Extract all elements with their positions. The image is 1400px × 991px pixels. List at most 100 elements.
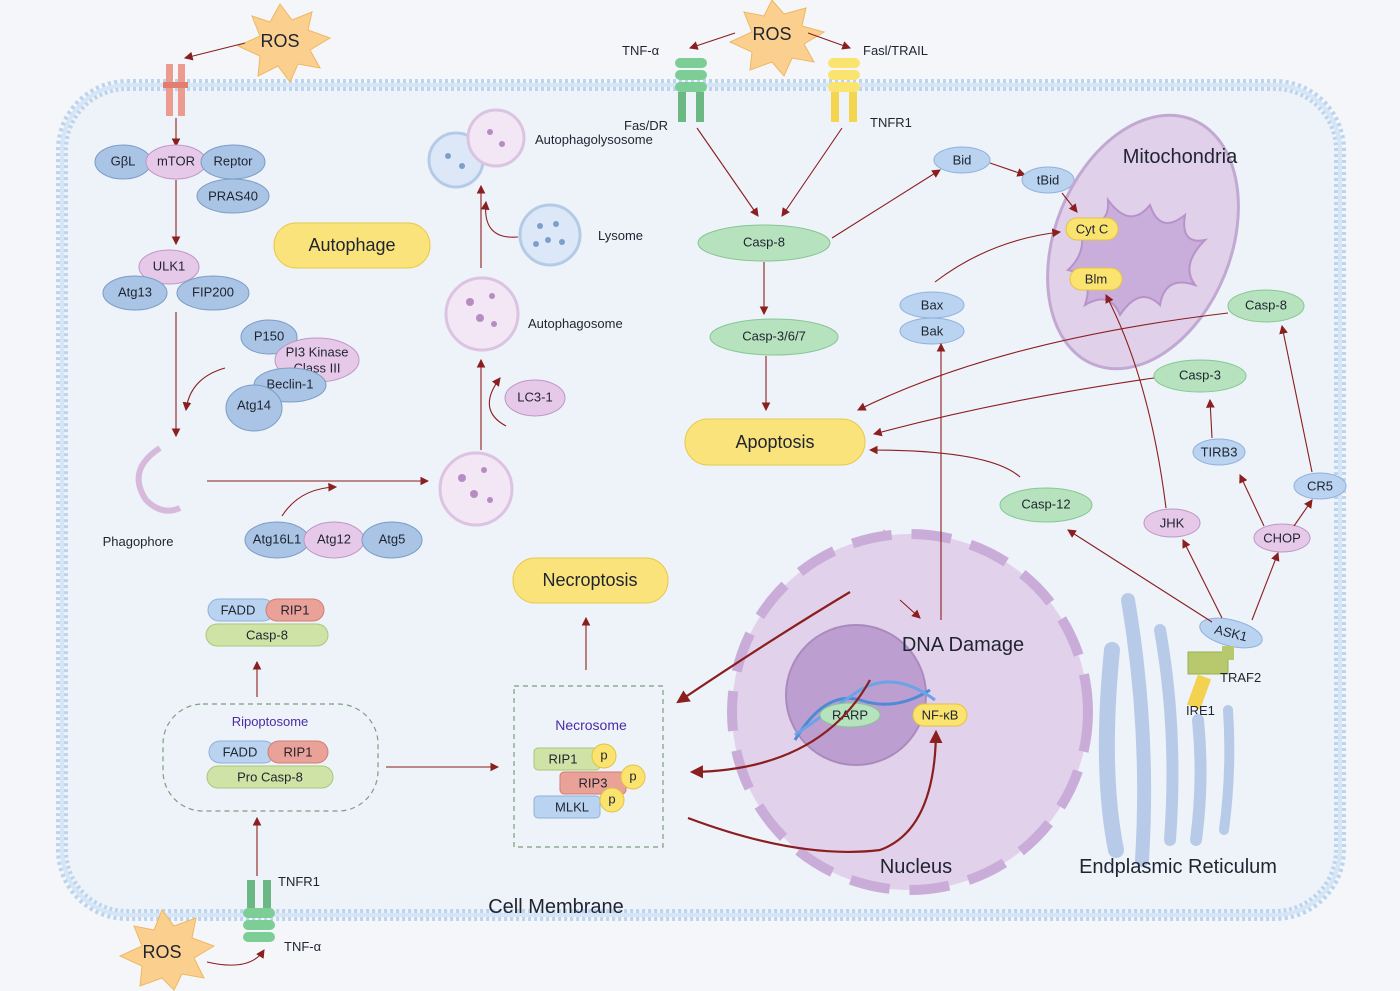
casp8-right-label: Casp-8 xyxy=(1245,298,1287,313)
apoptosis-label: Apoptosis xyxy=(735,432,814,452)
casp367-node xyxy=(709,318,839,356)
cytc-label: Cyt C xyxy=(1076,222,1109,237)
jhk-label: JHK xyxy=(1160,516,1185,531)
beclin1-label: Beclin-1 xyxy=(267,377,314,392)
fip200-label: FIP200 xyxy=(192,285,234,300)
tbid-node xyxy=(1021,166,1075,194)
necrosome-box xyxy=(513,685,664,848)
casp3-node xyxy=(1153,359,1247,393)
casp12-node xyxy=(999,487,1093,523)
atg14-node xyxy=(225,384,283,432)
chop-node xyxy=(1253,523,1311,553)
p150-label: P150 xyxy=(254,329,284,344)
lysome-label: Lysome xyxy=(598,228,643,243)
jhk-node xyxy=(1143,508,1201,538)
phospho-label: p xyxy=(629,769,636,784)
ros-burst-bottomleft: ROS xyxy=(118,908,216,991)
tirb3-label: TIRB3 xyxy=(1201,445,1238,460)
traf2-label: TRAF2 xyxy=(1220,670,1261,685)
rarp-node xyxy=(819,702,881,728)
autophagolysosome-label: Autophagolysosome xyxy=(535,132,653,147)
autophagosome-label: Autophagosome xyxy=(528,316,623,331)
nfkb-label: NF-κB xyxy=(922,708,959,723)
nfkb-node xyxy=(912,703,968,727)
lysome-icon xyxy=(518,203,582,267)
atg16l1-label: Atg16L1 xyxy=(253,532,301,547)
tnfr1-receptor-icon-top xyxy=(828,58,860,122)
autophagosome-icon xyxy=(444,276,520,352)
fasl-trail-label: Fasl/TRAIL xyxy=(863,43,928,58)
mitochondria-label: Mitochondria xyxy=(1123,146,1238,168)
fadd-label: FADD xyxy=(223,745,258,760)
cytc-node xyxy=(1065,217,1119,241)
bid-label: Bid xyxy=(953,153,972,168)
fas-receptor-icon xyxy=(675,58,707,122)
ripoptosome-box xyxy=(162,703,379,812)
phospho-badge xyxy=(620,764,646,790)
atg5-node xyxy=(361,521,423,559)
ros-label: ROS xyxy=(260,31,299,51)
tnfr1-receptor-icon-bottom xyxy=(243,880,275,942)
bak-node xyxy=(899,317,965,345)
phospho-badge xyxy=(599,787,625,813)
phospho-label: p xyxy=(600,748,607,763)
rip3-label: RIP3 xyxy=(579,776,608,791)
tnf-a-label-top: TNF-α xyxy=(622,43,660,58)
nucleus-label: Nucleus xyxy=(880,856,952,878)
endoplasmic-reticulum-icon xyxy=(1098,593,1235,867)
autophagolysosome-icon xyxy=(427,108,526,189)
casp8-necro-label: Casp-8 xyxy=(246,628,288,643)
pro-casp8-label: Pro Casp-8 xyxy=(237,770,303,785)
mtor-label: mTOR xyxy=(157,154,195,169)
chop-label: CHOP xyxy=(1263,531,1301,546)
atg14-label: Atg14 xyxy=(237,398,271,413)
casp367-label: Casp-3/6/7 xyxy=(742,329,806,344)
reptor-label: Reptor xyxy=(213,154,253,169)
pro-casp8-node xyxy=(206,765,334,789)
fadd-label-top: FADD xyxy=(221,603,256,618)
phagophore-label: Phagophore xyxy=(103,534,174,549)
fip200-node xyxy=(176,275,250,311)
ros-burst-topmid: ROS xyxy=(728,0,826,77)
gbl-label: GβL xyxy=(111,154,136,169)
traf2-icon xyxy=(1187,651,1229,675)
p150-node xyxy=(240,319,298,355)
necroptosis-pill xyxy=(512,557,669,604)
bid-node xyxy=(933,146,991,174)
rip1-node-top xyxy=(265,598,325,622)
casp8-right-node xyxy=(1227,289,1305,323)
casp3-label: Casp-3 xyxy=(1179,368,1221,383)
cr5-node xyxy=(1293,472,1347,500)
atg5-label: Atg5 xyxy=(379,532,406,547)
ros-label: ROS xyxy=(752,24,791,44)
tnfr1-label-top: TNFR1 xyxy=(870,115,912,130)
lc3-label: LC3-1 xyxy=(517,390,552,405)
er-label: Endplasmic Reticulum xyxy=(1079,856,1277,878)
phospho-badge xyxy=(591,743,617,769)
casp8-node xyxy=(697,224,831,262)
pras40-label: PRAS40 xyxy=(208,189,258,204)
blm-label: Blm xyxy=(1085,272,1107,287)
mlkl-node xyxy=(533,795,601,819)
rip1-necrosome-label: RIP1 xyxy=(549,752,578,767)
ros-burst-topleft: ROS xyxy=(236,3,332,83)
pi3k-label-line1: PI3 Kinase xyxy=(286,345,349,360)
autophage-label: Autophage xyxy=(308,235,395,255)
rip1-ripoptosome-label: RIP1 xyxy=(284,745,313,760)
phagophore-icon xyxy=(135,445,182,514)
ripoptosome-label: Ripoptosome xyxy=(232,714,309,729)
fas-dr-label: Fas/DR xyxy=(624,118,668,133)
atg12-label: Atg12 xyxy=(317,532,351,547)
tnfr1-label-bottom: TNFR1 xyxy=(278,874,320,889)
autophage-pill xyxy=(273,222,431,269)
rip1-ripoptosome-node xyxy=(267,740,329,764)
ask1-node xyxy=(1199,617,1263,649)
cell-membrane-label: Cell Membrane xyxy=(488,896,624,918)
tbid-label: tBid xyxy=(1037,173,1059,188)
necroptosis-label: Necroptosis xyxy=(542,570,637,590)
phospho-label: p xyxy=(608,792,615,807)
nucleus-icon xyxy=(727,529,1093,895)
atg13-label: Atg13 xyxy=(118,285,152,300)
ire1-icon xyxy=(1186,674,1212,710)
